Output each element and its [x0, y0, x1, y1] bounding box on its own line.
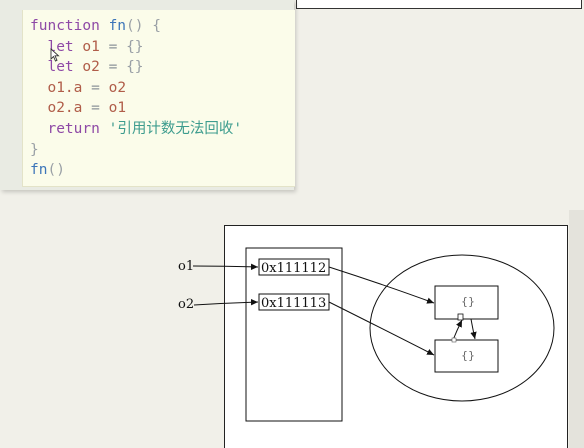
mouse-cursor-icon: [50, 48, 60, 62]
arrow-address1-to-object1: [328, 266, 435, 304]
variable-label-o1: o1: [178, 259, 194, 274]
variable-label-o2: o2: [178, 297, 194, 312]
code-panel: function fn() { let o1 = {} let o2 = {} …: [0, 0, 295, 190]
code-line-3: let o2 = {}: [47, 59, 144, 76]
board-shadow: [569, 210, 584, 448]
stack-memory-box: [245, 247, 343, 422]
code-line-6: return '引用计数无法回收': [47, 120, 243, 137]
address-text-2: 0x111113: [261, 296, 326, 311]
code-line-1: function fn() {: [30, 18, 161, 34]
code-line-2: let o1 = {}: [47, 38, 144, 55]
code-line-7: }: [30, 141, 39, 158]
heap-object-2-text: {}: [461, 349, 475, 362]
reference-handle-small: [451, 337, 457, 343]
code-line-8: fn(): [30, 162, 65, 179]
code-editor-area: [22, 10, 295, 187]
heap-memory-ellipse: [369, 254, 555, 402]
code-line-4: o1.a = o2: [47, 79, 127, 96]
arrow-o1-to-address: [192, 263, 259, 270]
previous-drawing-edge: [296, 0, 582, 9]
code-block: function fn() { let o1 = {} let o2 = {} …: [30, 16, 242, 181]
arrow-object1-to-object2: [470, 318, 477, 340]
reference-handle: [457, 313, 464, 321]
address-text-1: 0x111112: [261, 261, 326, 276]
arrow-address2-to-object2: [328, 301, 435, 356]
code-line-5: o2.a = o1: [47, 100, 127, 117]
arrow-o2-to-address: [193, 299, 259, 306]
heap-object-2: [434, 339, 499, 373]
heap-object-1-text: {}: [461, 295, 475, 308]
heap-object-1: [434, 285, 499, 320]
